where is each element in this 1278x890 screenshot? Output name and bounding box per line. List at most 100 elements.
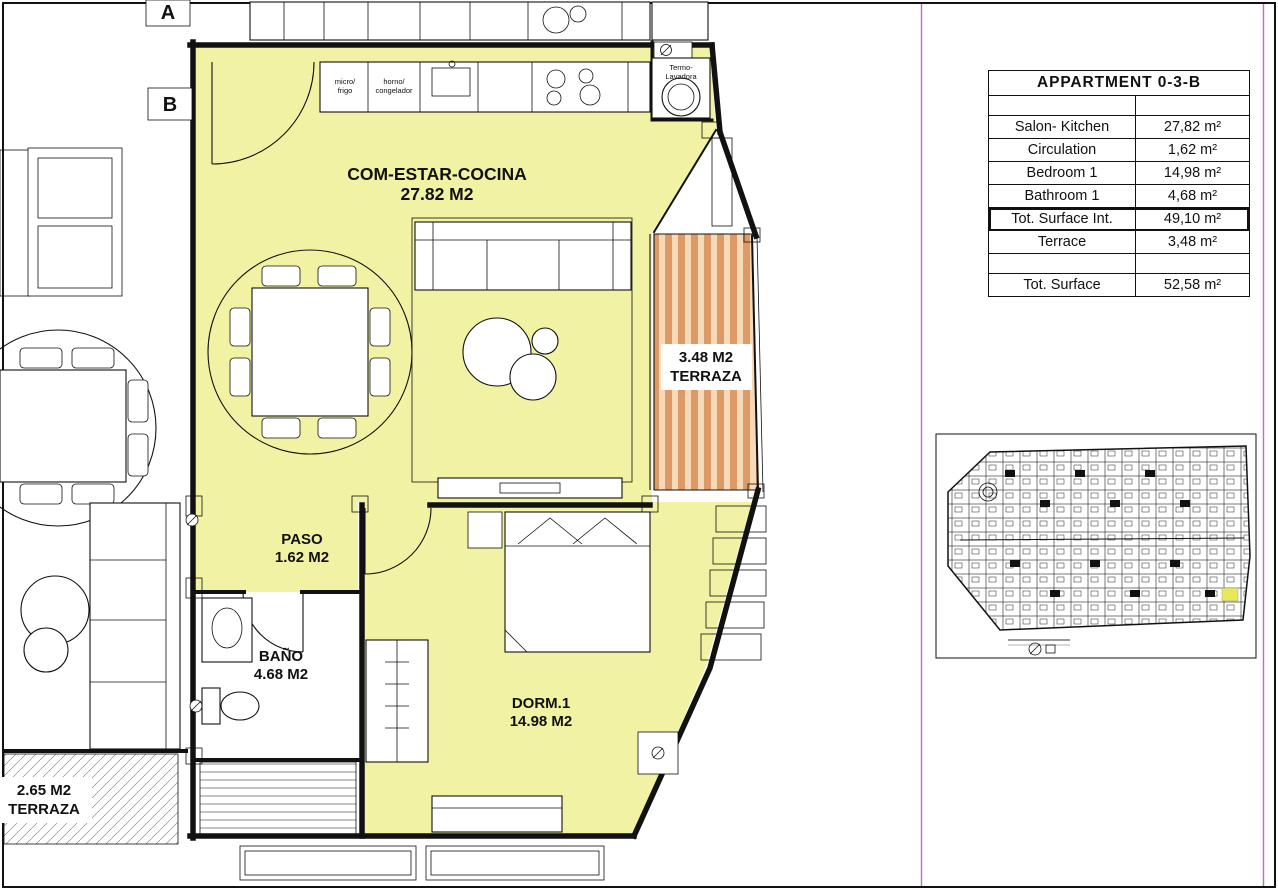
chair	[317, 265, 357, 287]
living-furniture	[207, 61, 633, 499]
key-plan-corridor	[959, 537, 1245, 541]
wall-hatches	[185, 41, 767, 775]
column	[747, 483, 765, 499]
column	[743, 227, 761, 243]
planter	[37, 157, 113, 219]
key-plan-north-slash	[1029, 643, 1041, 655]
appliance-label: congelador	[375, 86, 413, 95]
chair	[229, 357, 251, 397]
key-plan-unit-highlight	[1221, 587, 1239, 602]
room-area-dorm: 14.98 M2	[510, 713, 573, 730]
exterior-planters	[239, 845, 605, 881]
sofa	[414, 221, 632, 291]
empty-cell	[1136, 254, 1249, 273]
area-table-row: Terrace 3,48 m²	[989, 231, 1249, 254]
chair	[127, 433, 149, 477]
chair	[71, 483, 115, 505]
area-table-row: Bedroom 1 14,98 m²	[989, 162, 1249, 185]
appliance-label: micro/	[335, 77, 356, 86]
wall-right-upper	[709, 42, 723, 135]
washer-closet	[651, 57, 711, 119]
terrace-area: 3.48 M2	[679, 349, 733, 366]
louver	[709, 569, 767, 597]
column	[351, 495, 369, 513]
toilet-bowl	[220, 691, 260, 721]
louver	[700, 633, 762, 661]
burner	[546, 90, 562, 106]
chair	[19, 347, 63, 369]
row-value: 52,58 m²	[1163, 277, 1222, 293]
vanity	[201, 597, 253, 663]
entry-door-arc	[211, 61, 315, 165]
neighbor-sofa	[89, 502, 181, 750]
room-label-bano: BAÑO	[259, 647, 303, 665]
deck-hatch	[199, 761, 357, 835]
area-table-spacer-row	[989, 254, 1249, 274]
sink-top	[569, 5, 587, 23]
row-value: 1,62 m²	[1167, 142, 1218, 158]
chair	[261, 417, 301, 439]
planter	[37, 225, 113, 289]
key-plan	[935, 433, 1257, 659]
toilet-tank	[201, 687, 221, 725]
row-label: Tot. Surface Int.	[989, 208, 1136, 230]
sink-top	[542, 6, 570, 34]
column	[701, 121, 721, 139]
chair	[127, 379, 149, 423]
area-table-title: APPARTMENT 0-3-B	[989, 71, 1249, 96]
column	[185, 747, 203, 765]
planter-inner	[430, 850, 600, 876]
room-area-salon: 27.82 M2	[401, 184, 474, 204]
chair	[317, 417, 357, 439]
washer-drum	[661, 77, 701, 117]
sink	[431, 67, 471, 97]
pillow	[517, 517, 583, 545]
row-label: Salon- Kitchen	[989, 116, 1136, 138]
empty-cell	[989, 254, 1136, 273]
pillow	[572, 517, 638, 545]
neighbor-terrace-area: 2.65 M2	[17, 782, 71, 799]
terrace-railing-outer	[756, 235, 764, 493]
chair	[369, 307, 391, 347]
key-plan-north-symbol	[1028, 642, 1042, 656]
upper-cabinets	[249, 1, 651, 41]
terrace-railing	[750, 234, 760, 492]
washer-label: Lavadora	[665, 72, 697, 81]
empty-cell	[989, 96, 1136, 115]
neighbor-dining-circle	[0, 329, 157, 527]
room-label-salon: COM-ESTAR-COCINA	[347, 164, 527, 184]
room-area-bano: 4.68 M2	[254, 666, 308, 683]
dresser	[431, 795, 563, 833]
planter	[239, 845, 417, 881]
row-label: Circulation	[989, 139, 1136, 161]
empty-cell	[1136, 96, 1249, 115]
vent-symbol	[185, 41, 693, 775]
neighbor-balcony	[27, 147, 123, 297]
room-area-paso: 1.62 M2	[275, 549, 329, 566]
nightstand	[467, 511, 503, 549]
louver	[715, 505, 767, 533]
planter	[425, 845, 605, 881]
block-letters: A B	[145, 0, 193, 121]
washer-label: Termo-	[669, 63, 693, 72]
bed	[504, 511, 651, 653]
coffee-table	[531, 327, 559, 355]
washbasin	[211, 607, 243, 649]
neighbor-unit	[0, 147, 188, 753]
row-value: 3,48 m²	[1167, 234, 1218, 250]
area-table-row-total-interior: Tot. Surface Int. 49,10 m²	[989, 208, 1249, 231]
row-label: Bedroom 1	[989, 162, 1136, 184]
counter	[319, 61, 651, 113]
bedroom	[364, 507, 651, 833]
area-table: APPARTMENT 0-3-B Salon- Kitchen 27,82 m²…	[988, 70, 1250, 297]
wall-facade-lower	[630, 486, 762, 840]
kitchen: micro/ frigo horno/ congelador Termo- La…	[249, 1, 711, 119]
appliance-label: frigo	[338, 86, 353, 95]
louver	[712, 537, 767, 565]
wall-slant-inner	[652, 128, 718, 234]
key-plan-stair	[978, 482, 998, 502]
chair	[71, 347, 115, 369]
burner	[546, 69, 566, 89]
area-table-spacer-row	[989, 96, 1249, 116]
dining-table	[251, 287, 369, 417]
